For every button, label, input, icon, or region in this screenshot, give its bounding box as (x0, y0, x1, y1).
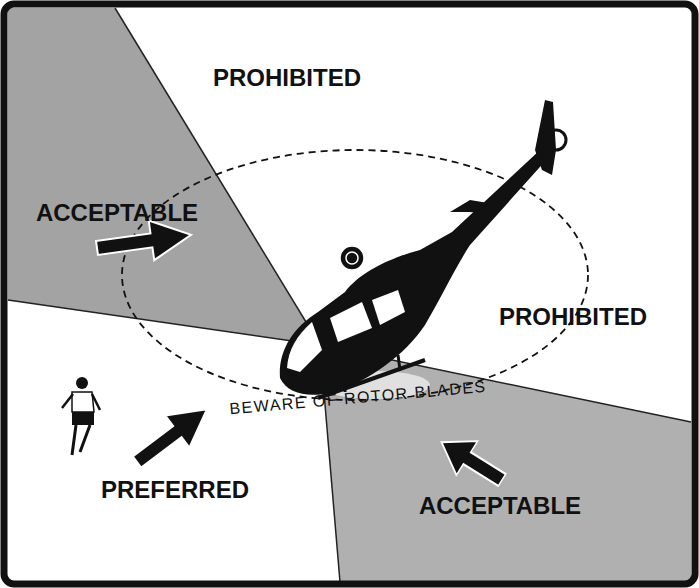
window (330, 302, 372, 342)
frame (4, 4, 695, 584)
person (62, 377, 100, 455)
background (4, 4, 695, 584)
rotor-hub (346, 252, 358, 264)
approach-arrow (125, 393, 219, 478)
zone-label: PROHIBITED (499, 305, 647, 329)
zone-border (8, 300, 320, 345)
rotor-disc (122, 150, 588, 400)
person-leg (72, 425, 90, 455)
approach-arrow (431, 425, 513, 497)
windshield (287, 322, 322, 372)
tail-rotor (546, 130, 566, 150)
person-shorts (72, 412, 94, 425)
window (372, 290, 405, 325)
zone-label: PROHIBITED (213, 66, 361, 90)
acceptable-zone (320, 345, 691, 582)
rotor-hub (340, 246, 364, 270)
acceptable-zone (8, 8, 320, 345)
person-head (76, 377, 88, 389)
fuselage (280, 150, 548, 395)
person-shirt (72, 392, 94, 412)
skid-strut (398, 355, 400, 370)
zone-label: ACCEPTABLE (419, 494, 581, 518)
person-arm (62, 394, 100, 410)
zone-border (115, 8, 320, 345)
zone-label: PREFERRED (101, 478, 249, 502)
helicopter (280, 100, 566, 398)
zone-label: ACCEPTABLE (36, 201, 198, 225)
